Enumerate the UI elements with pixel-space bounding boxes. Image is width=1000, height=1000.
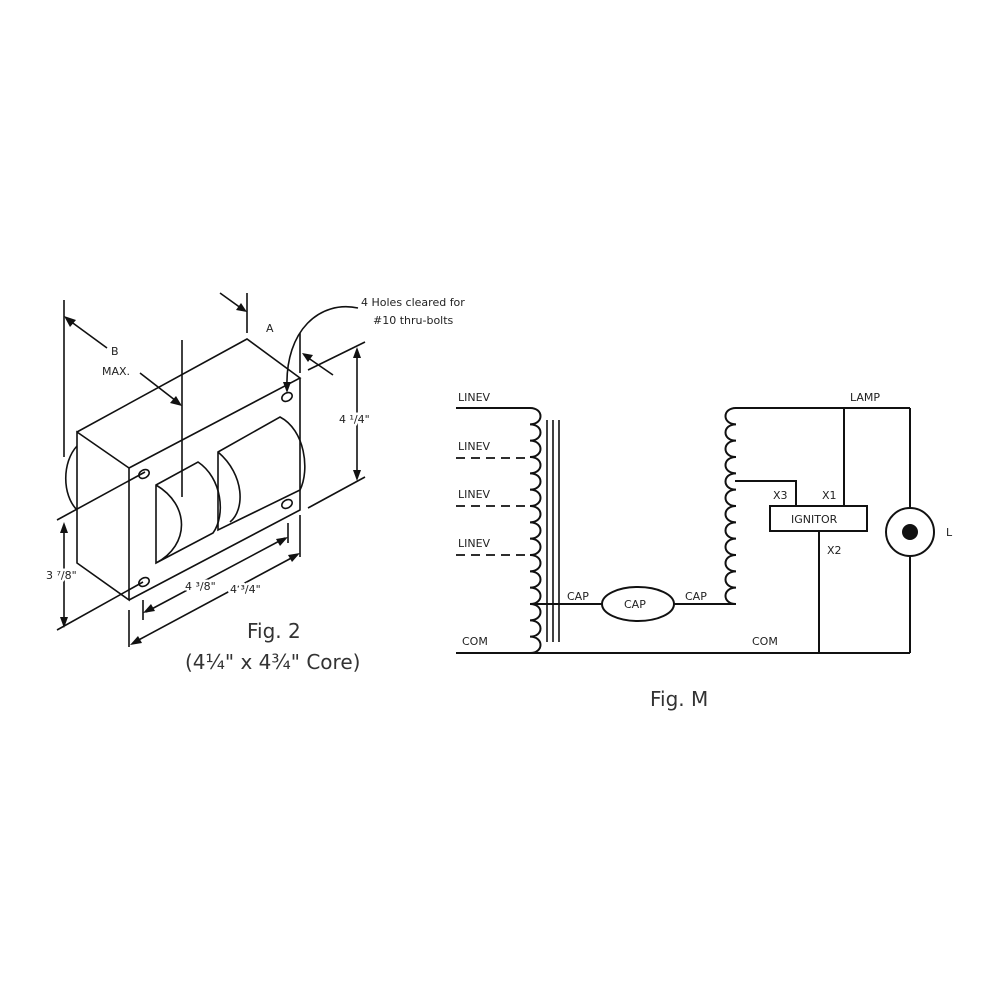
figM-title: Fig. M (650, 687, 708, 711)
mount-hole (138, 468, 150, 480)
max-arrow (139, 372, 181, 405)
hole-note-line1: 4 Holes cleared for (361, 296, 465, 309)
linev-label-2: LINEV (458, 440, 491, 453)
linev-label-1: LINEV (458, 391, 491, 404)
secondary-coil (724, 407, 737, 605)
dim-height-label: 4 ¹/4" (339, 413, 370, 426)
lamp-dot (902, 524, 918, 540)
core-side-bulge (65, 445, 78, 511)
lamp-label: LAMP (850, 391, 880, 404)
dim-a-label: A (266, 322, 274, 335)
dim-inner-length-label: 4 ³/8" (185, 580, 216, 593)
core-top-face (76, 338, 302, 469)
x3-label: X3 (773, 489, 788, 502)
dim-depth-label: 3 ⁷/8" (46, 569, 77, 582)
primary-coil (528, 407, 542, 654)
cap-component-label: CAP (624, 598, 646, 611)
dim-b-max-label: MAX. (102, 365, 130, 378)
x2-label: X2 (827, 544, 842, 557)
lamp-symbol (885, 507, 935, 557)
core-left-face (76, 430, 130, 602)
mount-hole (281, 498, 293, 510)
com-label-left: COM (462, 635, 488, 648)
fig2-dimensions: B MAX. A 4 Holes cleared for #10 thru-bo… (44, 292, 465, 674)
lamp-symbol-label: L (946, 526, 953, 539)
figM-wiring-diagram: LINEV LINEV LINEV LINEV COM COM CAP CAP … (456, 391, 953, 711)
x1-label: X1 (822, 489, 837, 502)
linev-label-4: LINEV (458, 537, 491, 550)
core-front-face (128, 378, 301, 601)
cap-label-right: CAP (685, 590, 707, 603)
hole-leader (286, 305, 359, 389)
mount-hole (281, 391, 293, 403)
com-label-right: COM (752, 635, 778, 648)
cap-label-left: CAP (567, 590, 589, 603)
dim-outer-length-label: 4 ³/4" (230, 583, 261, 596)
mount-hole (138, 576, 150, 588)
dim-b-label: B (111, 345, 119, 358)
fig2-core-drawing (65, 338, 306, 602)
coil-1 (155, 461, 222, 565)
hole-note-line2: #10 thru-bolts (373, 314, 454, 327)
coil-2 (217, 416, 306, 532)
linev-label-3: LINEV (458, 488, 491, 501)
fig2-title: Fig. 2 (247, 619, 301, 643)
ignitor-label: IGNITOR (791, 513, 838, 526)
fig2-subtitle: (4¼" x 4¾" Core) (185, 650, 360, 674)
